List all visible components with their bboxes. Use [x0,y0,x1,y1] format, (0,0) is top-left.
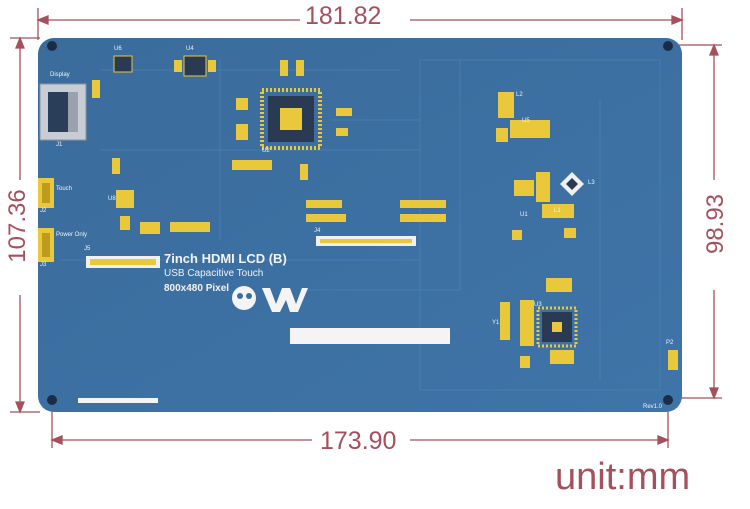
board-subtitle: USB Capacitive Touch [164,268,264,279]
label-u6: U6 [114,46,122,52]
label-display: Display [50,72,70,78]
label-j2: J2 [40,208,47,214]
label-u1: U1 [520,212,528,218]
label-touch: Touch [56,186,73,192]
label-power-only: Power Only [56,232,88,238]
label-u8: U8 [108,196,116,202]
label-u5: U5 [522,118,530,124]
label-j1: J1 [56,142,63,148]
label-u4: U4 [186,46,194,52]
mount-hole [47,395,57,405]
unit-label: unit:mm [555,456,691,498]
label-j5: J5 [84,246,91,252]
board-resolution: 800x480 Pixel [164,283,230,294]
label-l2: L2 [516,92,523,98]
label-u2: U2 [262,148,270,154]
mount-hole [663,395,673,405]
mount-width-label: 173.90 [320,427,397,455]
board-revision: Rev1.0 [643,404,663,410]
board-width-label: 181.82 [305,2,382,30]
label-l1: L1 [554,208,561,214]
mount-hole [663,41,673,51]
mount-hole [47,41,57,51]
label-u3: U3 [534,302,542,308]
label-l3: L3 [588,180,595,186]
label-j3: J3 [40,262,47,268]
label-p2: P2 [666,340,674,346]
label-j4: J4 [314,228,321,234]
label-y1: Y1 [492,320,500,326]
board-title: 7inch HDMI LCD (B) [164,251,287,266]
